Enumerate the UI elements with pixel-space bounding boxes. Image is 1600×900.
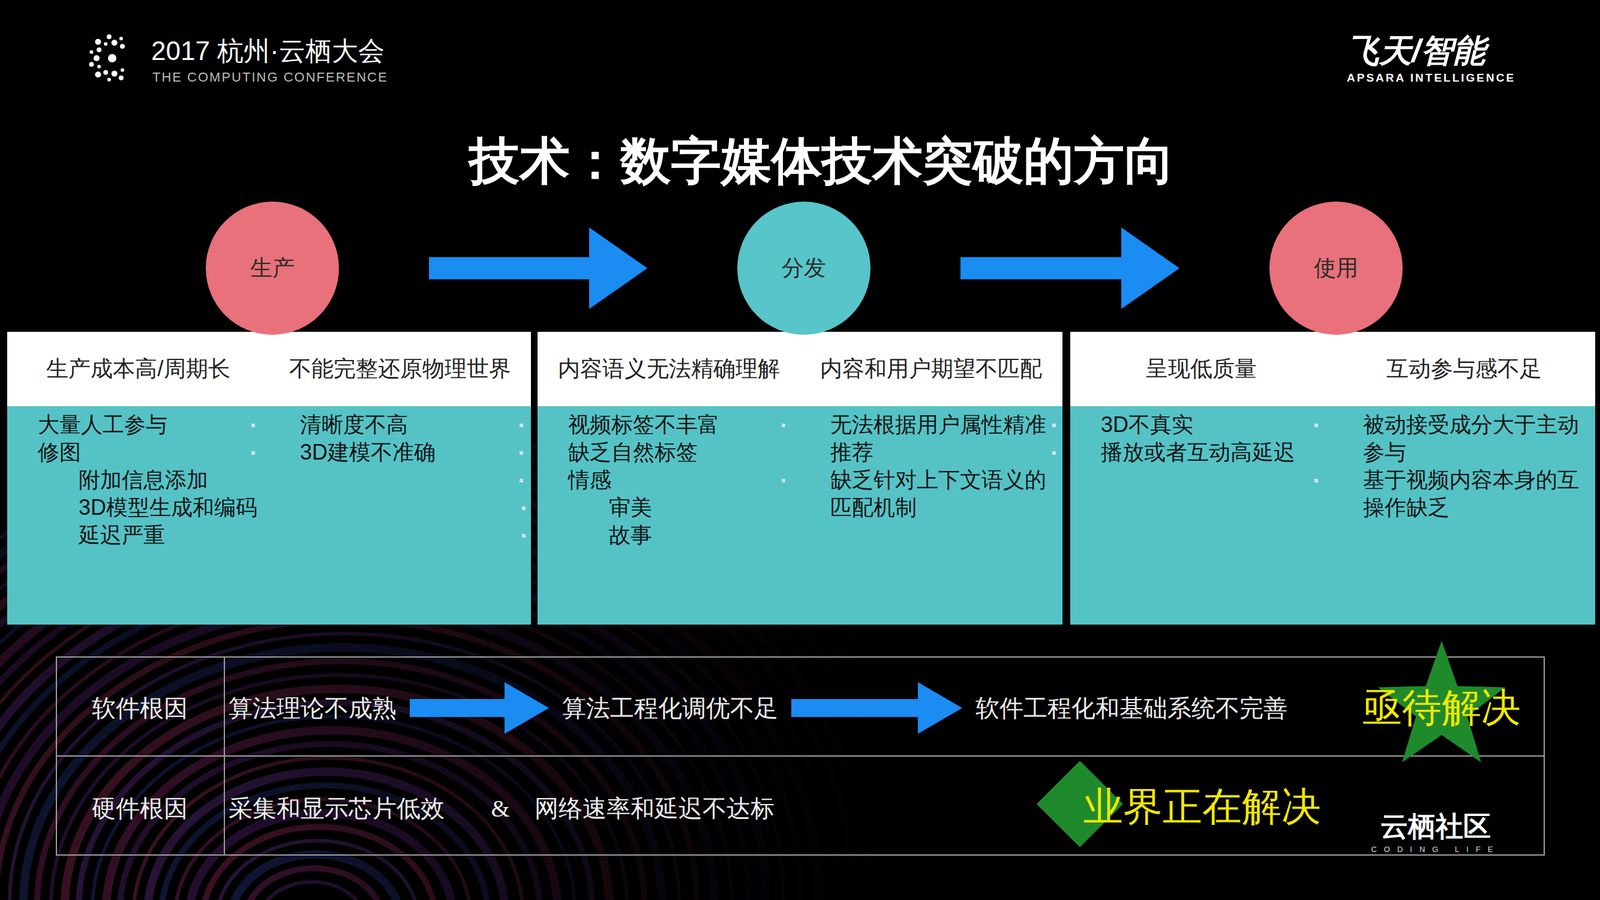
circle-fill: [737, 201, 871, 335]
bullet-item: 清晰度不高: [269, 410, 531, 439]
stage-circle: 使用: [1269, 201, 1403, 335]
root-cause-table: [56, 656, 1545, 855]
watermark: 云栖社区: [1380, 808, 1491, 846]
logo-dot: [106, 34, 112, 39]
bullet-item: 附加信息添加: [7, 466, 270, 494]
flow-arrow: [960, 257, 1122, 280]
logo-dot: [96, 47, 102, 53]
swirl-ring: [92, 716, 575, 900]
column-heading: 呈现低质量: [1070, 331, 1333, 407]
logo-dot: [88, 61, 94, 67]
problem-column: 互动参与感不足被动接受成分大于主动参与基于视频内容本身的互操作缺乏: [1332, 331, 1596, 625]
row-header: 硬件根因: [91, 791, 188, 825]
bullet-item: 3D建模不准确: [269, 438, 531, 467]
problem-column: 内容语义无法精确理解视频标签不丰富缺乏自然标签情感审美故事: [537, 331, 800, 625]
logo-dot: [111, 70, 118, 77]
conference-subtitle: THE COMPUTING CONFERENCE: [152, 69, 389, 86]
cause-text: 采集和显示芯片低效: [228, 791, 445, 825]
swirl-ring: [257, 881, 366, 900]
logo-dot: [97, 64, 101, 69]
cause-text: 算法工程化调优不足: [562, 694, 779, 722]
cause-text: 软件工程化和基础系统不完善: [975, 694, 1288, 722]
swirl-ring: [119, 743, 540, 900]
circle-fill: [1269, 201, 1403, 335]
table-rule: [56, 755, 1545, 757]
status-note: 业界正在解决: [1083, 779, 1322, 834]
stage-label: 分发: [781, 253, 827, 284]
swirl-ring: [78, 702, 593, 900]
logo-dot: [103, 41, 108, 46]
bullet-item: 大量人工参与: [7, 410, 270, 439]
stage-label: 使用: [1313, 253, 1359, 284]
swirl-ring: [50, 674, 627, 900]
row-header: 软件根因: [91, 691, 188, 725]
logo-dot: [93, 55, 100, 62]
brand-subtitle: APSARA INTELLIGENCE: [1346, 71, 1516, 85]
bullet-item: 基于视频内容本身的互操作缺乏: [1332, 466, 1596, 522]
table-border: [56, 656, 1545, 855]
bullet-item: 视频标签不丰富: [537, 410, 800, 439]
logo-dot: [119, 43, 125, 49]
watermark-subtitle: CODING LIFE: [1370, 844, 1500, 854]
logo-dot: [94, 71, 101, 78]
swirl-ring: [230, 854, 401, 900]
problem-column: 不能完整还原物理世界清晰度不高3D建模不准确: [269, 331, 531, 625]
logo-dot: [118, 75, 124, 81]
column-heading: 内容和用户期望不匹配: [799, 331, 1063, 407]
bullet-item: 被动接受成分大于主动参与: [1332, 410, 1596, 467]
swirl-ring: [37, 661, 645, 900]
flow-arrow: [409, 698, 505, 717]
ampersand: &: [490, 794, 510, 823]
column-heading: 互动参与感不足: [1332, 331, 1596, 407]
logo-dot: [107, 53, 117, 63]
stage-circle: 分发: [737, 201, 871, 335]
logo-dot: [107, 77, 111, 82]
root-cause-step: 软件工程化和基础系统不完善: [975, 691, 1288, 725]
column-heading: 生产成本高/周期长: [7, 331, 270, 407]
conference-name: 2017 杭州·云栖大会: [151, 33, 385, 69]
swirl-ring: [244, 868, 384, 900]
logo-dot: [111, 39, 118, 46]
column-heading: 内容语义无法精确理解: [537, 331, 800, 407]
bullet-item: 审美: [537, 493, 800, 522]
bullet-item: 故事: [537, 521, 800, 549]
root-cause-step: 算法理论不成熟: [228, 691, 397, 725]
cause-text: 网络速率和延迟不达标: [534, 791, 775, 825]
bullet-item: 3D不真实: [1070, 410, 1333, 439]
flow-arrow: [791, 698, 918, 717]
table-rule: [223, 656, 225, 855]
logo-dot: [119, 36, 123, 41]
logo-dot: [89, 50, 93, 54]
logo-mark: [88, 34, 125, 81]
cause-text: 算法理论不成熟: [228, 694, 397, 722]
problem-column: 内容和用户期望不匹配无法根据用户属性精准推荐缺乏针对上下文语义的匹配机制: [799, 331, 1063, 625]
flow-arrow: [428, 257, 590, 280]
root-cause-step: 算法工程化调优不足: [562, 691, 779, 725]
swirl-ring: [147, 771, 506, 900]
brand-name: 飞天/智能: [1346, 29, 1486, 74]
column-heading: 不能完整还原物理世界: [269, 331, 531, 407]
bullet-item: 缺乏针对上下文语义的匹配机制: [799, 466, 1063, 522]
slide-title: 技术：数字媒体技术突破的方向: [469, 127, 1175, 196]
bullet-item: 情感: [537, 466, 800, 494]
bullet-item: 3D模型生成和编码延迟严重: [7, 493, 270, 549]
stage-circle: 生产: [205, 201, 339, 335]
bullet-item: 播放或者互动高延迟: [1070, 438, 1333, 467]
stage-label: 生产: [250, 253, 295, 284]
bullet-item: 缺乏自然标签: [537, 438, 800, 467]
bullet-item: 修图: [7, 438, 270, 467]
swirl-ring: [64, 688, 610, 900]
bullet-item: 无法根据用户属性精准推荐: [799, 410, 1063, 467]
logo-dot: [120, 68, 125, 72]
status-note: 亟待解决: [1362, 680, 1521, 735]
logo-dot: [94, 38, 101, 45]
problem-column: 呈现低质量 3D不真实播放或者互动高延迟: [1070, 331, 1333, 625]
logo-dot: [103, 70, 108, 75]
swirl-ring: [0, 592, 732, 900]
swirl-ring: [133, 757, 523, 900]
problem-column: 生产成本高/周期长大量人工参与修图附加信息添加3D模型生成和编码延迟严重: [7, 331, 270, 625]
circle-fill: [205, 201, 339, 335]
